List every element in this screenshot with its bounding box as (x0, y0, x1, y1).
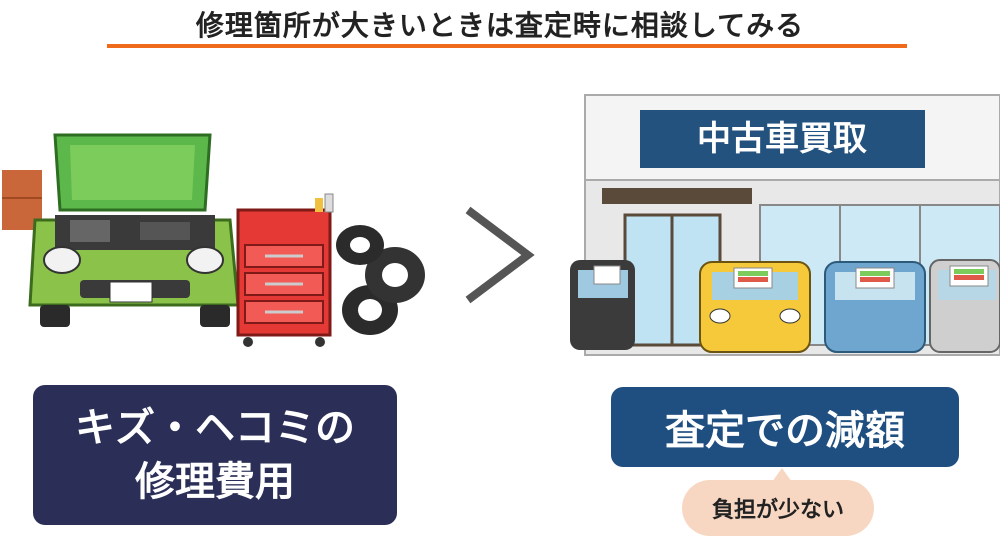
chevron-right-icon (465, 206, 535, 304)
appraisal-reduction-box: 査定での減額 (611, 387, 959, 467)
shop-sign-text: 中古車買取 (697, 119, 867, 159)
less-burden-bubble: 負担が少ない (682, 480, 874, 536)
less-burden-label: 負担が少ない (711, 498, 844, 523)
page-title: 修理箇所が大きいときは査定時に相談してみる (195, 9, 805, 42)
repair-cost-box: キズ・ヘコミの 修理費用 (33, 385, 397, 525)
used-car-shop-illustration: 中古車買取 (570, 94, 1000, 356)
title-underline (107, 44, 907, 48)
appraisal-reduction-label: 査定での減額 (665, 408, 905, 454)
repair-cost-line2: 修理費用 (135, 459, 295, 505)
repair-scene-illustration (2, 133, 425, 347)
bubble-tail (772, 468, 792, 482)
repair-cost-line1: キズ・ヘコミの (75, 405, 355, 451)
